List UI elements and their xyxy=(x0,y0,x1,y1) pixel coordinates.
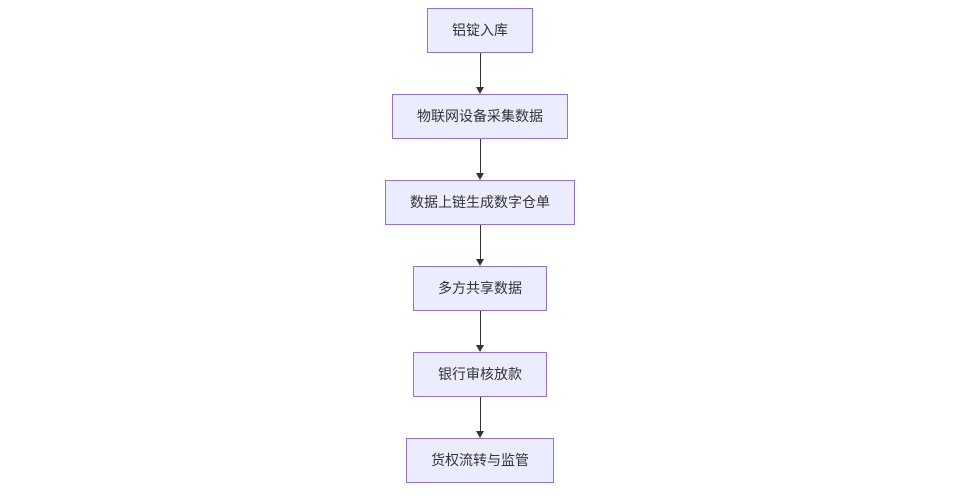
flow-node-cargo-rights-supervision: 货权流转与监管 xyxy=(406,438,554,483)
flow-arrow-1-2 xyxy=(474,53,486,94)
arrow-line xyxy=(479,225,481,259)
flow-node-onchain-digital-receipt: 数据上链生成数字仓单 xyxy=(385,180,575,225)
flow-node-label: 银行审核放款 xyxy=(438,366,522,383)
flow-arrow-3-4 xyxy=(474,225,486,266)
flow-arrow-2-3 xyxy=(474,139,486,180)
flow-arrow-5-6 xyxy=(474,397,486,438)
flow-arrow-4-5 xyxy=(474,311,486,352)
flow-node-multiparty-data-sharing: 多方共享数据 xyxy=(413,266,547,311)
flow-node-label: 数据上链生成数字仓单 xyxy=(410,194,550,211)
flow-node-aluminum-ingot-inbound: 铝锭入库 xyxy=(427,8,533,53)
flow-node-label: 多方共享数据 xyxy=(438,280,522,297)
arrow-line xyxy=(479,311,481,345)
arrow-down-icon xyxy=(476,173,484,180)
arrow-down-icon xyxy=(476,259,484,266)
arrow-down-icon xyxy=(476,345,484,352)
arrow-down-icon xyxy=(476,87,484,94)
flow-node-label: 货权流转与监管 xyxy=(431,452,529,469)
arrow-down-icon xyxy=(476,431,484,438)
flow-node-label: 物联网设备采集数据 xyxy=(417,108,543,125)
arrow-line xyxy=(479,139,481,173)
arrow-line xyxy=(479,53,481,87)
flow-node-label: 铝锭入库 xyxy=(452,22,508,39)
flow-node-bank-review-loan: 银行审核放款 xyxy=(413,352,547,397)
arrow-line xyxy=(479,397,481,431)
flow-node-iot-data-collection: 物联网设备采集数据 xyxy=(392,94,568,139)
